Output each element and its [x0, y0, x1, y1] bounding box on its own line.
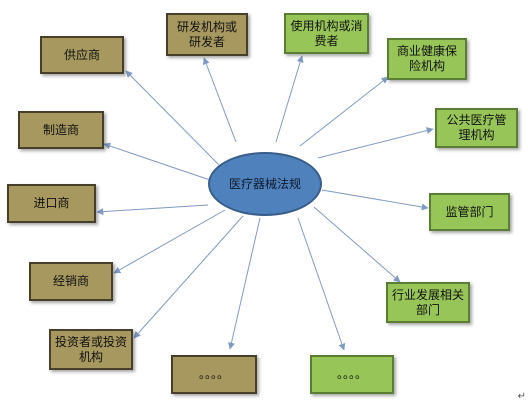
arrow-to-manufacturer: [103, 142, 211, 181]
arrow-to-distributor: [113, 209, 226, 274]
arrow-to-user: [275, 55, 304, 143]
paragraph-mark: ↵: [517, 391, 526, 402]
arrow-to-insurance: [299, 76, 389, 147]
arrow-to-other-right: [297, 217, 346, 351]
node-public-mgmt: 公共医疗管理机构: [435, 108, 518, 148]
node-distributor: 经销商: [29, 262, 113, 301]
node-industry: 行业发展相关部门: [386, 282, 470, 323]
node-supplier: 供应商: [40, 36, 124, 74]
arrow-to-industry: [313, 206, 401, 283]
arrow-to-supplier: [125, 70, 223, 169]
node-regulator: 监管部门: [429, 193, 510, 231]
arrow-to-other-left: [227, 217, 261, 350]
node-other-right: 。。。。: [310, 355, 394, 394]
arrow-to-public-mgmt: [317, 127, 434, 159]
node-insurance: 商业健康保险机构: [387, 38, 467, 80]
arrow-to-investor: [133, 215, 244, 339]
node-rnd: 研发机构或研发者: [166, 13, 248, 56]
node-investor: 投资者或投资机构: [49, 329, 133, 370]
node-user: 使用机构或消费者: [284, 13, 369, 54]
arrow-to-regulator: [321, 189, 429, 211]
node-importer: 进口商: [7, 184, 96, 223]
arrow-to-importer: [96, 204, 209, 216]
node-manufacturer: 制造商: [18, 111, 104, 149]
center-node: 医疗器械法规: [208, 152, 322, 216]
arrow-to-rnd: [202, 57, 237, 143]
node-other-left: 。。。。: [171, 355, 257, 394]
